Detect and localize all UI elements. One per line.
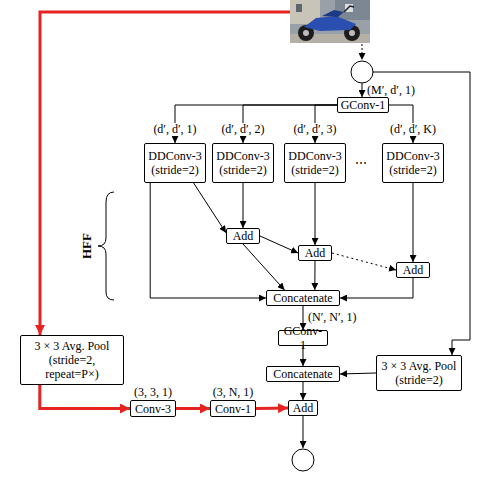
flow-arrow <box>243 183 244 228</box>
shortcut-arrow <box>176 407 210 410</box>
conv-box: DDConv-3 (stride=2) <box>382 143 444 183</box>
flow-arrow <box>243 244 285 290</box>
tensor-shape: (d′, d′, 3) <box>292 123 337 136</box>
box-text: Concatenate <box>273 291 332 305</box>
conv-box: Conv-3 <box>130 400 176 417</box>
ellipsis: ⋯ <box>341 156 381 170</box>
image-hub <box>303 30 309 36</box>
add-box: Add <box>298 245 332 261</box>
concat-box: Concatenate <box>266 290 340 306</box>
flow-arrow <box>150 183 266 298</box>
shortcut-wire <box>373 72 470 355</box>
add-box: Add <box>396 262 430 278</box>
kernel-shape: (3, 3, 1) <box>123 385 183 399</box>
conv-box: DDConv-3 (stride=2) <box>284 143 346 183</box>
conv-box: DDConv-3 (stride=2) <box>212 143 274 183</box>
flow-arrow <box>340 373 376 374</box>
image-shortcut-wire <box>40 12 290 335</box>
flow-arrow <box>315 183 316 245</box>
image-window <box>345 4 353 12</box>
pool-box: 3 × 3 Avg. Pool (stride=2) <box>376 355 462 391</box>
shortcut-arrow <box>256 407 288 411</box>
image-hub <box>349 30 355 36</box>
box-text: Add <box>233 229 254 243</box>
pool-box: 3 × 3 Avg. Pool (stride=2, repeat=P×) <box>20 335 124 385</box>
image-motorcycle-body <box>304 16 356 31</box>
flow-arrow <box>340 278 413 298</box>
image-motorcycle-tank <box>322 10 344 17</box>
flow-arrow <box>314 261 315 290</box>
kernel-shape: (3, N, 1) <box>203 385 263 399</box>
image-window <box>296 4 302 12</box>
box-text: GConv-1 <box>341 98 386 112</box>
conv-box: DDConv-3 (stride=2) <box>144 143 206 183</box>
conv-box: GConv-1 <box>278 330 328 346</box>
box-text: DDConv-3 (stride=2) <box>385 149 441 177</box>
concat-box: Concatenate <box>266 366 340 382</box>
box-text: 3 × 3 Avg. Pool (stride=2) <box>379 359 459 387</box>
tensor-shape: (M′, d′, 1) <box>367 83 437 97</box>
box-text: DDConv-3 (stride=2) <box>147 149 203 177</box>
input-image <box>290 0 370 43</box>
box-text: Conv-3 <box>135 402 171 416</box>
flow-arrow <box>413 183 414 262</box>
box-text: Concatenate <box>273 367 332 381</box>
flow-arrow <box>332 253 396 270</box>
dotted-arrow <box>362 44 363 60</box>
add-box: Add <box>226 228 260 244</box>
flow-arrow <box>260 236 298 253</box>
flow-arrow <box>303 382 304 400</box>
box-text: 3 × 3 Avg. Pool (stride=2, repeat=P×) <box>23 339 121 381</box>
tensor-shape: (d′, d′, K) <box>389 123 437 136</box>
tensor-shape: (d′, d′, 1) <box>152 123 197 136</box>
tensor-shape: (d′, d′, 2) <box>220 123 265 136</box>
box-text: DDConv-3 (stride=2) <box>215 149 271 177</box>
shortcut-arrow <box>40 385 130 409</box>
box-text: Add <box>293 401 314 415</box>
output-circle <box>292 449 314 471</box>
tensor-shape: (N′, N′, 1) <box>307 311 358 324</box>
flow-arrow <box>194 183 226 233</box>
input-circle <box>351 61 373 83</box>
image-building <box>335 0 370 20</box>
box-text: DDConv-3 (stride=2) <box>287 149 343 177</box>
image-background <box>290 0 370 43</box>
module-name: HFF <box>80 221 94 271</box>
box-text: GConv-1 <box>281 324 325 352</box>
box-text: Conv-1 <box>215 402 251 416</box>
box-text: Add <box>403 263 424 277</box>
hff-bracket <box>98 192 114 300</box>
conv-box: Conv-1 <box>210 400 256 417</box>
conv-box: GConv-1 <box>337 97 389 113</box>
flow-arrow <box>175 105 337 143</box>
input-wire <box>362 83 363 97</box>
output-wire <box>303 416 304 448</box>
box-text: Add <box>305 246 326 260</box>
image-handlebar <box>344 6 354 12</box>
add-box: Add <box>288 400 318 416</box>
